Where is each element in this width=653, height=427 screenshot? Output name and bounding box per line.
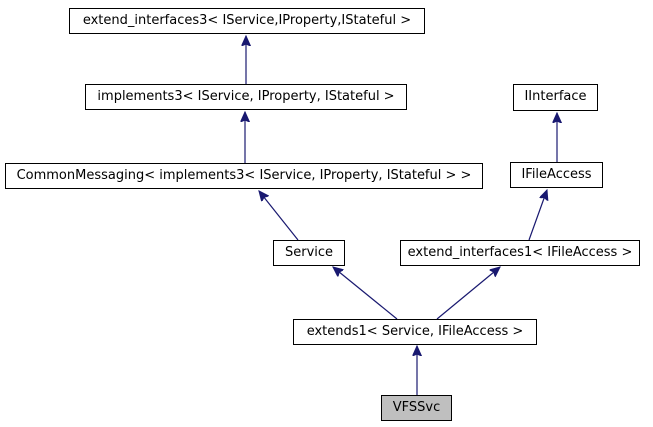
- inheritance-arrow-extends1-to-service: [333, 267, 398, 320]
- node-iinterface[interactable]: IInterface: [513, 84, 598, 111]
- node-extend-interfaces1[interactable]: extend_interfaces1< IFileAccess >: [400, 240, 640, 266]
- node-extends1[interactable]: extends1< Service, IFileAccess >: [293, 319, 537, 345]
- node-commonmessaging[interactable]: CommonMessaging< implements3< IService, …: [5, 163, 483, 189]
- inheritance-arrow-extend-interfaces1-to-ifileaccess: [528, 190, 547, 241]
- node-extend-interfaces3[interactable]: extend_interfaces3< IService,IProperty,I…: [69, 8, 425, 34]
- node-implements3[interactable]: implements3< IService, IProperty, IState…: [85, 84, 407, 110]
- node-vfssvc-current-class: VFSSvc: [381, 395, 452, 421]
- node-service[interactable]: Service: [273, 240, 345, 266]
- inheritance-arrow-service-to-commonmessaging: [259, 191, 299, 241]
- inheritance-arrow-extends1-to-extend-interfaces1: [436, 267, 500, 320]
- node-ifileaccess[interactable]: IFileAccess: [510, 162, 603, 188]
